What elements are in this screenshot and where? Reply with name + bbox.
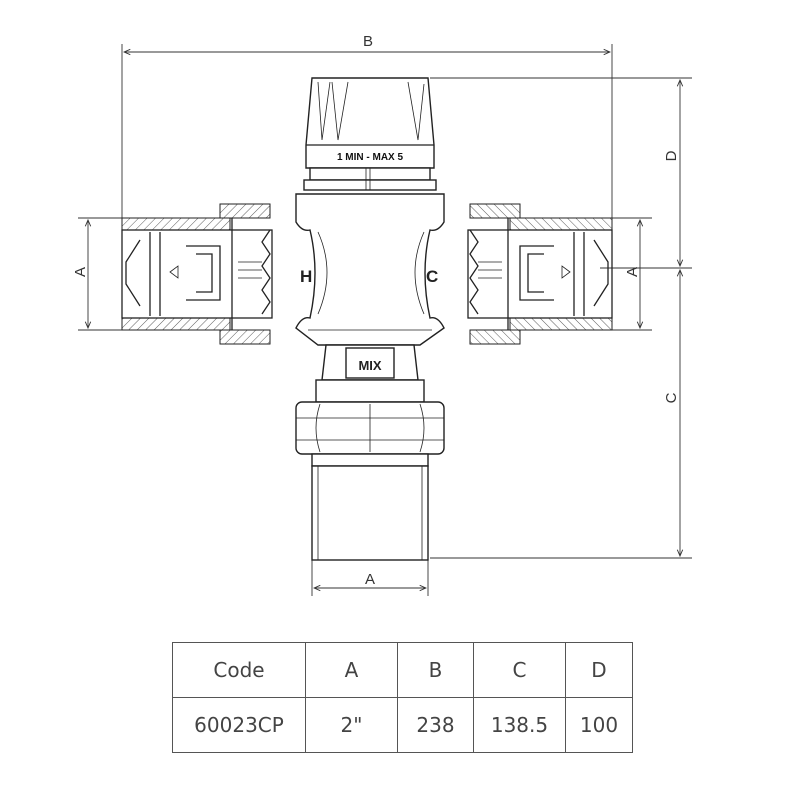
mix-outlet: MIX xyxy=(295,344,445,561)
dimension-a-left: A xyxy=(72,217,122,331)
dimension-c-label: C xyxy=(663,392,680,403)
cell-a: 2" xyxy=(305,697,398,753)
dimension-a-right: A xyxy=(612,217,652,331)
dimension-b: B xyxy=(121,33,613,220)
cell-code: 60023CP xyxy=(172,697,306,753)
knob-scale-label: 1 MIN - MAX 5 xyxy=(337,152,404,163)
mix-label: MIX xyxy=(358,358,381,373)
dimension-a-bottom: A xyxy=(311,560,429,596)
valve-technical-drawing: B D C A A A 1 MIN - MAX 5 xyxy=(72,33,692,596)
cold-inlet-fitting xyxy=(467,203,613,345)
header-b: B xyxy=(397,642,474,698)
temperature-knob: 1 MIN - MAX 5 xyxy=(303,77,437,191)
table-header-row: Code A B C D xyxy=(172,642,633,698)
cold-port-label: C xyxy=(426,267,438,286)
cell-d: 100 xyxy=(565,697,633,753)
dimension-d-label: D xyxy=(663,150,680,161)
valve-body: H C xyxy=(295,193,445,346)
dimension-a-left-label: A xyxy=(72,267,89,277)
hot-port-label: H xyxy=(300,267,312,286)
hot-inlet-fitting xyxy=(121,203,273,345)
dimension-b-label: B xyxy=(363,33,373,50)
dimension-a-bottom-label: A xyxy=(365,571,375,588)
dimensions-table: Code A B C D 60023CP 2" 238 138.5 100 xyxy=(172,642,633,753)
header-a: A xyxy=(305,642,398,698)
header-c: C xyxy=(473,642,566,698)
dimension-c: C xyxy=(430,270,692,559)
dimension-a-right-label: A xyxy=(624,267,641,277)
cell-b: 238 xyxy=(397,697,474,753)
table-row: 60023CP 2" 238 138.5 100 xyxy=(172,697,633,753)
header-d: D xyxy=(565,642,633,698)
dimension-d: D xyxy=(430,77,692,269)
header-code: Code xyxy=(172,642,306,698)
cell-c: 138.5 xyxy=(473,697,566,753)
